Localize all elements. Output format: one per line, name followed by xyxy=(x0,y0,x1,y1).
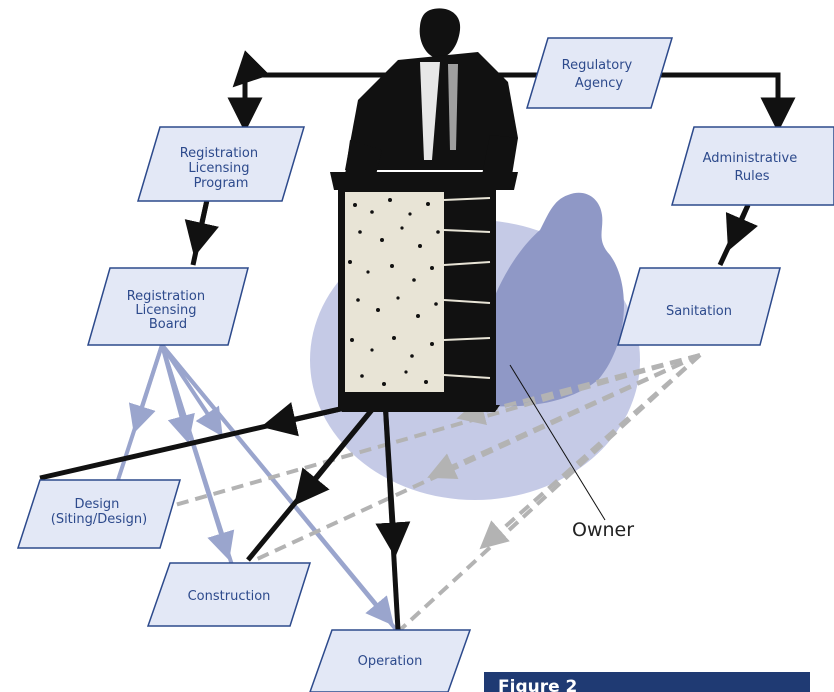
node-registration-licensing-board: Registration Licensing Board xyxy=(87,267,249,346)
owner-label: Owner xyxy=(572,519,634,541)
owner-pointer-line xyxy=(509,364,606,521)
speaker-at-podium-icon xyxy=(330,8,518,412)
figure-banner-label: Figure 2 xyxy=(498,677,577,692)
node-design-label: Design (Siting/Design) xyxy=(51,497,147,527)
sanitation-connectors xyxy=(174,353,702,632)
node-regulatory-agency: Regulatory Agency xyxy=(525,37,674,109)
node-registration-licensing-program: Registration Licensing Program xyxy=(136,126,306,202)
vertical-connectors xyxy=(184,199,759,267)
node-operation: Operation xyxy=(309,629,472,692)
node-registration-licensing-board-label: Registration Licensing Board xyxy=(127,289,210,332)
node-regulatory-agency-label: Regulatory Agency xyxy=(562,58,637,91)
node-operation-label: Operation xyxy=(358,654,423,669)
speaker-shadow-icon xyxy=(474,192,624,407)
node-administrative-rules: Administrative Rules xyxy=(671,126,834,206)
node-construction: Construction xyxy=(146,562,312,627)
figure-banner: Figure 2 xyxy=(484,672,810,692)
node-sanitation-label: Sanitation xyxy=(666,304,732,319)
node-administrative-rules-label: Administrative Rules xyxy=(703,151,802,184)
node-sanitation: Sanitation xyxy=(617,267,781,346)
node-design: Design (Siting/Design) xyxy=(16,479,182,549)
node-registration-licensing-program-label: Registration Licensing Program xyxy=(180,146,263,191)
node-construction-label: Construction xyxy=(188,589,271,604)
board-connectors xyxy=(116,343,400,634)
